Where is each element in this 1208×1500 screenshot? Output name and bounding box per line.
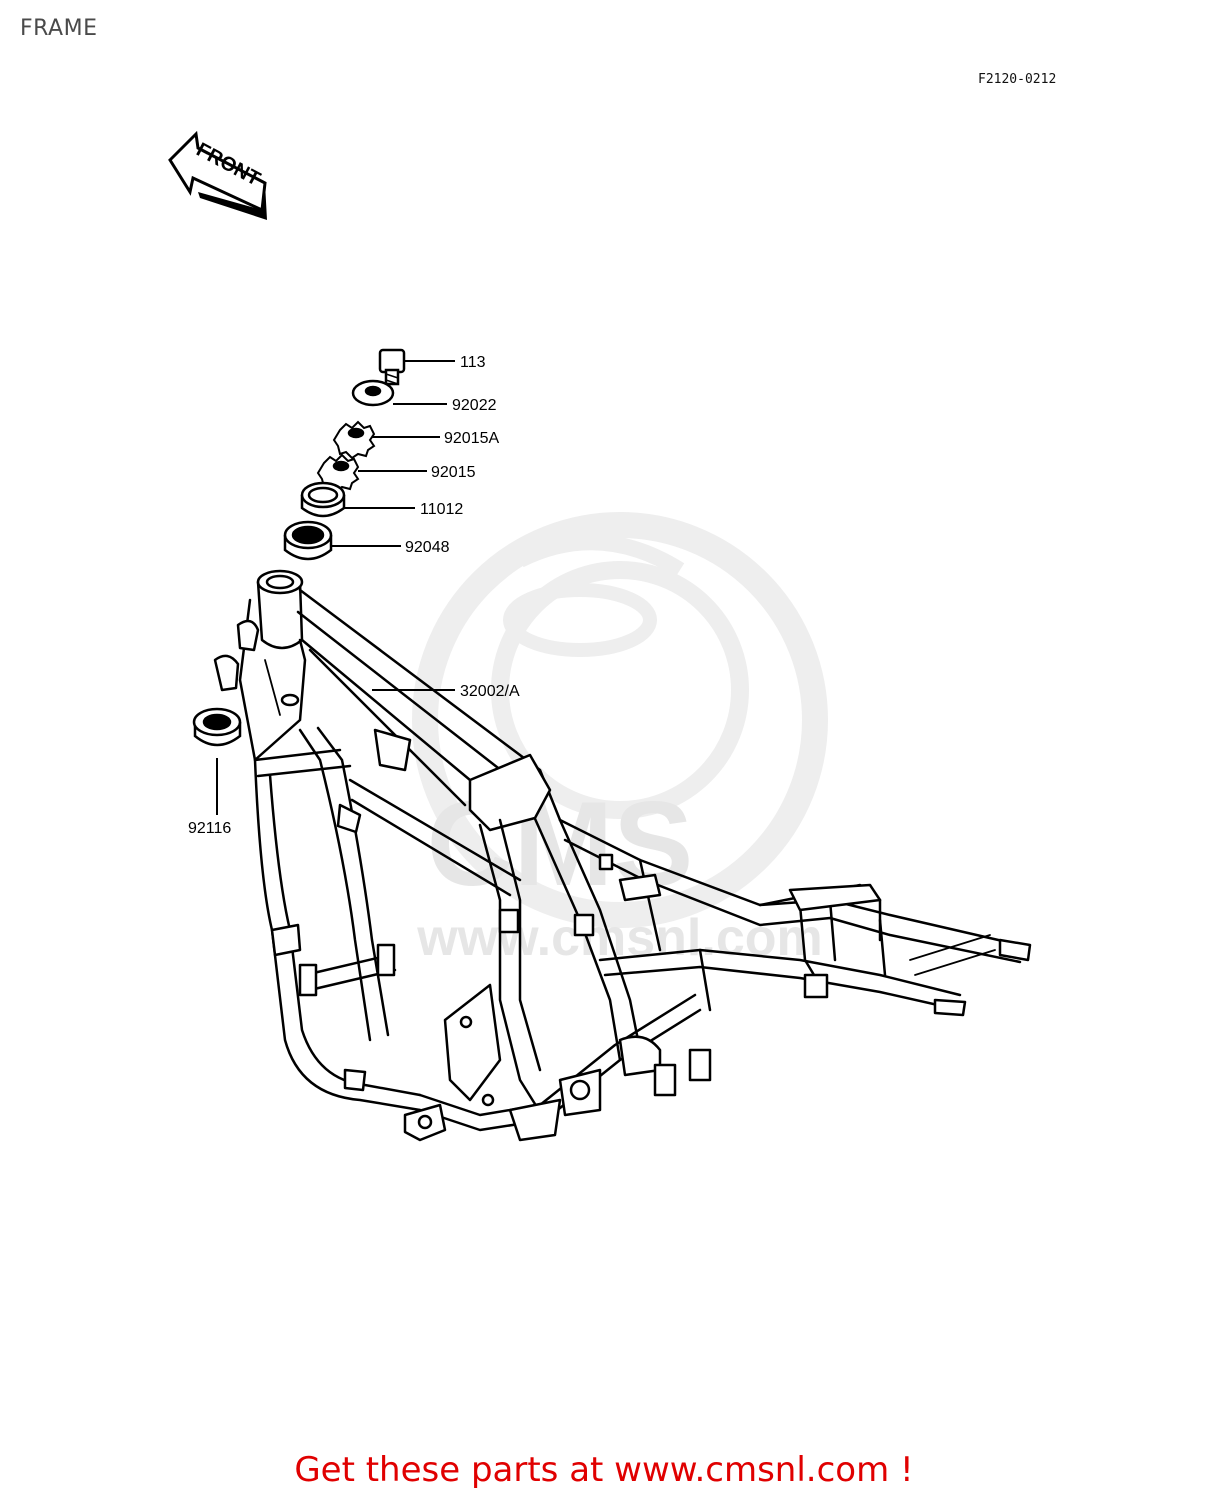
part-label-32002-A[interactable]: 32002/A	[460, 683, 520, 700]
part-label-92048[interactable]: 92048	[405, 539, 450, 556]
leader-lines	[216, 360, 455, 815]
part-label-92015[interactable]: 92015	[431, 464, 476, 481]
part-label-92015A[interactable]: 92015A	[444, 430, 499, 447]
part-label-92022[interactable]: 92022	[452, 397, 497, 414]
motorcycle-frame-32002-A	[213, 569, 1032, 1142]
nut-92015A	[332, 420, 376, 460]
diagram-reference-code: F2120-0212	[978, 72, 1057, 87]
part-label-92116[interactable]: 92116	[188, 820, 231, 837]
steering-stem-parts	[192, 348, 406, 747]
part-labels: 113 92022 92015A 92015 11012 92048 32002…	[188, 354, 520, 837]
cms-watermark: CMS www.cmsnl.com	[412, 512, 828, 967]
washer-92022	[351, 379, 395, 407]
front-direction-arrow: FRONT	[168, 130, 267, 220]
seal-92048	[283, 520, 333, 561]
footer-cms-link[interactable]: Get these parts at www.cmsnl.com !	[294, 1450, 914, 1490]
bolt-113	[378, 348, 406, 386]
cap-11012	[300, 481, 346, 518]
grommet-92116	[192, 707, 242, 747]
page-title: FRAME	[20, 16, 98, 41]
part-label-11012[interactable]: 11012	[420, 501, 463, 518]
part-label-113[interactable]: 113	[460, 354, 486, 371]
